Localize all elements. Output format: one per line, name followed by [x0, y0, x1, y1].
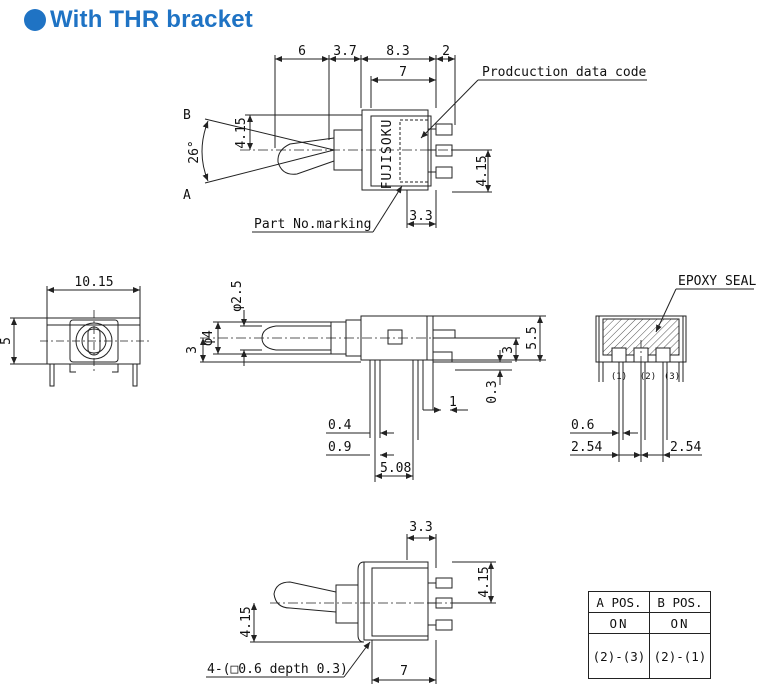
- dim-4-15-right: 4.15: [475, 155, 490, 186]
- dim-8-3: 8.3: [386, 44, 409, 59]
- table-on-b: ON: [649, 612, 711, 634]
- section-title: With THR bracket: [24, 6, 253, 34]
- section-title-text: With THR bracket: [50, 6, 254, 33]
- dim-2-54-left: 2.54: [571, 440, 602, 455]
- dim-0-4: 0.4: [328, 418, 352, 433]
- side-view: [10, 286, 150, 387]
- table-header-a-pos: A POS.: [588, 591, 650, 613]
- dim-3-right: 3: [501, 346, 516, 354]
- label-a: A: [183, 188, 191, 203]
- dim-7: 7: [399, 65, 407, 80]
- bottom-view: [206, 534, 496, 684]
- table-header-b-pos: B POS.: [649, 591, 711, 613]
- note-depth: 4-(□0.6 depth 0.3): [207, 662, 348, 677]
- dim-10-15: 10.15: [74, 275, 113, 290]
- table-conn-b: (2)-(1): [649, 633, 711, 679]
- dim-4-15-bottom-right: 4.15: [477, 566, 492, 597]
- table-on-a: ON: [588, 612, 650, 634]
- rear-view: [570, 288, 754, 462]
- terminal-3-label: (3): [664, 372, 680, 382]
- dim-5-5: 5.5: [525, 326, 540, 349]
- dim-phi-2-5: φ2.5: [230, 280, 245, 311]
- position-table: A POS. B POS. ON ON (2)-(3) (2)-(1): [588, 591, 711, 679]
- dim-3-7: 3.7: [333, 44, 356, 59]
- dim-3-left: 3: [185, 346, 200, 354]
- brand-fujisoku: FUJISOKU: [380, 119, 395, 190]
- terminal-1-label: (1): [611, 372, 627, 382]
- label-part-no: Part No.marking: [254, 217, 371, 232]
- dim-1: 1: [449, 395, 457, 410]
- dim-2-54-right: 2.54: [670, 440, 701, 455]
- table-conn-a: (2)-(3): [588, 633, 650, 679]
- dim-0-6: 0.6: [571, 418, 594, 433]
- terminal-2-label: (2): [640, 372, 656, 382]
- dim-3-3: 3.3: [409, 209, 432, 224]
- front-view: [200, 310, 546, 482]
- dim-2: 2: [442, 44, 450, 59]
- dim-angle-26: 26°: [187, 140, 202, 163]
- bullet-dot-icon: [24, 9, 46, 31]
- dim-4-15-bottom-left: 4.15: [239, 606, 254, 637]
- dim-0-9: 0.9: [328, 440, 351, 455]
- dim-phi-4: φ4: [201, 330, 216, 346]
- dim-0-3: 0.3: [485, 380, 500, 403]
- dim-5: 5: [0, 337, 14, 345]
- dim-5-08: 5.08: [380, 461, 411, 476]
- label-b: B: [183, 108, 191, 123]
- top-view: [201, 55, 647, 233]
- label-production-code: Prodcuction data code: [482, 65, 647, 80]
- label-epoxy-seal: EPOXY SEAL: [678, 274, 756, 289]
- dim-3-3-bottom: 3.3: [409, 520, 432, 535]
- dim-6: 6: [298, 44, 306, 59]
- dim-4-15-left: 4.15: [234, 117, 249, 148]
- dim-7-bottom: 7: [400, 664, 408, 679]
